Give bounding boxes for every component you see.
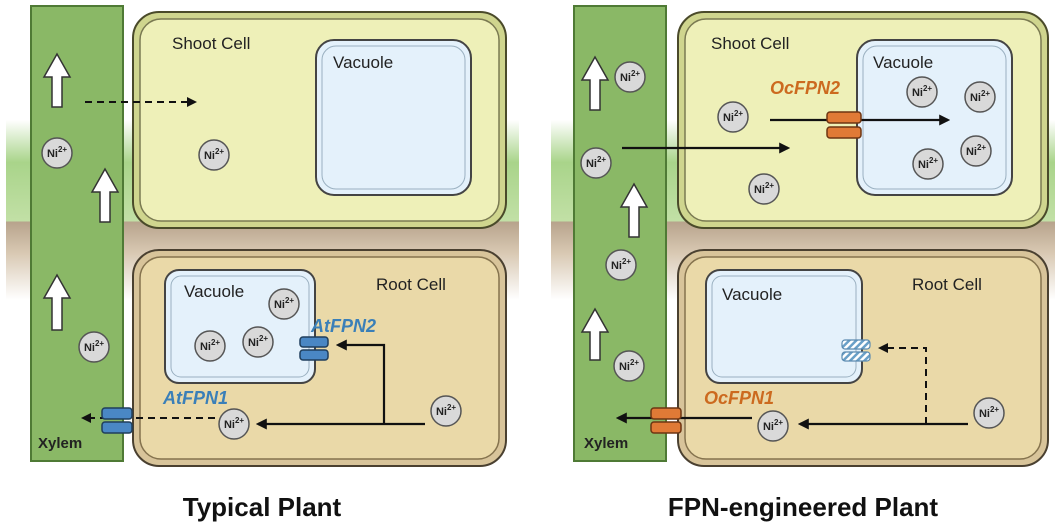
ni-ion-15	[912, 148, 944, 180]
left-xylem-flow-arrow-3	[42, 273, 72, 331]
ni-ion-20	[973, 397, 1005, 429]
ni-ion-2	[198, 139, 230, 171]
left-arrow-to-vacuole	[335, 339, 386, 424]
ni-ion-7	[218, 408, 250, 440]
ni-ion-16	[960, 135, 992, 167]
right-ocfpn1-label: OcFPN1	[704, 388, 774, 408]
right-dashed-arrow-to-vacuole	[878, 343, 927, 424]
right-transporter-ocfpn2	[826, 111, 862, 139]
left-xylem-column	[30, 5, 124, 462]
ni-ion-9	[614, 61, 646, 93]
ni-ion-12	[748, 173, 780, 205]
right-transporter-inactive	[841, 339, 871, 362]
ni-ion-10	[580, 147, 612, 179]
right-xylem-flow-arrow-2	[619, 182, 649, 238]
right-root-cell-label: Root Cell	[912, 275, 982, 294]
left-transporter-atfpn1	[101, 407, 133, 434]
right-caption: FPN-engineered Plant	[668, 492, 938, 522]
right-root-vacuole-label: Vacuole	[722, 285, 782, 304]
ni-ion-17	[605, 249, 637, 281]
ni-ion-4	[268, 288, 300, 320]
left-xylem-flow-arrow-1	[42, 52, 72, 108]
left-root-cell-label: Root Cell	[376, 275, 446, 294]
left-atfpn1-label: AtFPN1	[162, 388, 228, 408]
ni-ions: Ni2+Ni2+Ni2+Ni2+Ni2+Ni2+Ni2+Ni2+Ni2+Ni2+…	[41, 61, 1005, 442]
right-transporter-ocfpn1	[650, 407, 682, 434]
ni-ion-11	[717, 101, 749, 133]
left-shoot-vacuole	[315, 39, 472, 196]
ni-ion-5	[242, 326, 274, 358]
left-transporter-atfpn2	[299, 336, 329, 361]
left-caption: Typical Plant	[183, 492, 342, 522]
ni-ion-8	[430, 395, 462, 427]
ni-ion-18	[613, 350, 645, 382]
left-xylem-flow-arrow-2	[90, 167, 120, 223]
ni-ion-6	[194, 330, 226, 362]
ni-ion-19	[757, 410, 789, 442]
right-ocfpn2-label: OcFPN2	[770, 78, 840, 98]
left-shoot-cell-label: Shoot Cell	[172, 34, 250, 53]
ni-ion-13	[906, 76, 938, 108]
ni-ion-14	[964, 81, 996, 113]
left-atfpn2-label: AtFPN2	[310, 316, 376, 336]
right-root-vacuole	[705, 269, 863, 384]
ni-ion-1	[41, 137, 73, 169]
ni-ion-3	[78, 331, 110, 363]
left-xylem-label: Xylem	[38, 435, 82, 452]
right-xylem-label: Xylem	[584, 435, 628, 452]
left-panel: Xylem Shoot Cell Vacuole Root Cell Vacuo…	[6, 5, 519, 480]
left-root-vacuole-label: Vacuole	[184, 282, 244, 301]
right-shoot-cell-label: Shoot Cell	[711, 34, 789, 53]
right-xylem-flow-arrow-1	[580, 55, 610, 111]
right-xylem-flow-arrow-3	[580, 307, 610, 361]
left-shoot-vacuole-label: Vacuole	[333, 53, 393, 72]
right-shoot-vacuole-label: Vacuole	[873, 53, 933, 72]
